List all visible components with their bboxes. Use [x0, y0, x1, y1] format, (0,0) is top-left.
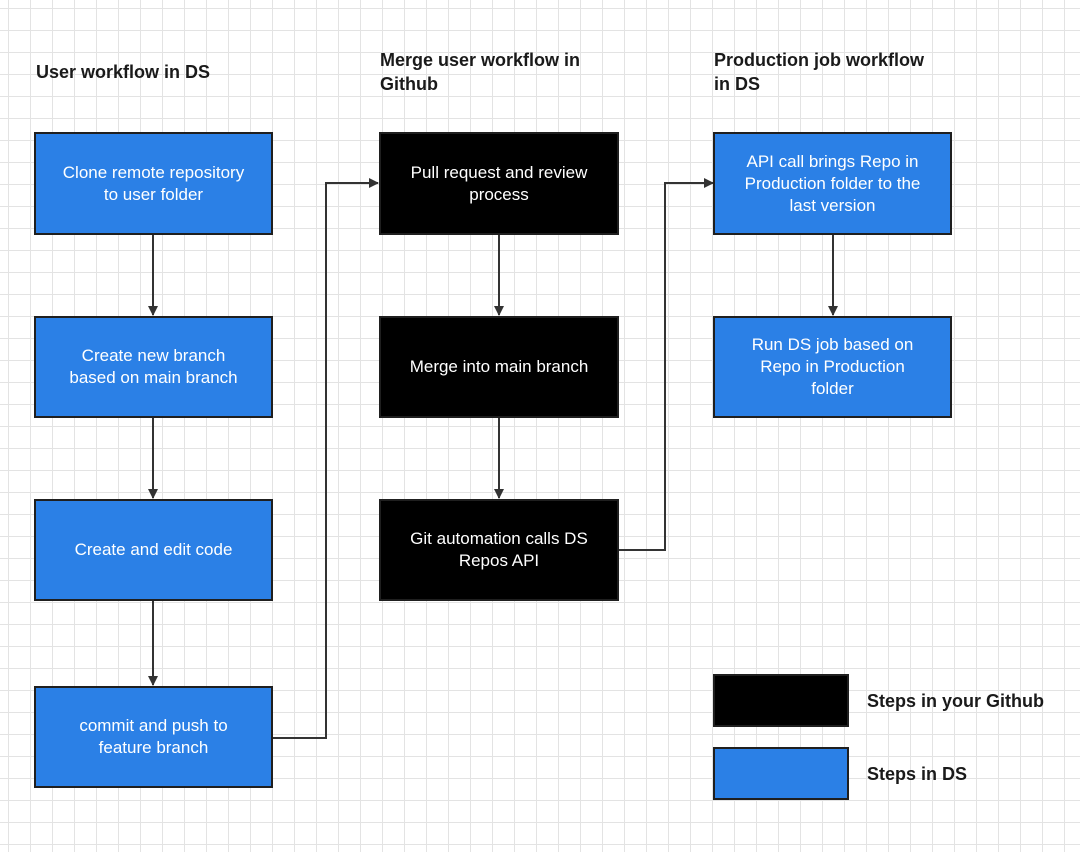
heading-user-workflow: User workflow in DS — [36, 60, 210, 84]
step-merge-main-line1: Merge into main branch — [409, 357, 589, 376]
step-git-automation-line1: Git automation calls DS — [410, 529, 588, 548]
step-edit-code: Create and edit code — [34, 499, 273, 601]
arrow-git-automation-to-api-call — [619, 178, 714, 551]
step-api-call-line2: Production folder to the — [744, 173, 921, 193]
step-edit-code-line1: Create and edit code — [74, 540, 233, 559]
legend-ds-swatch — [713, 747, 849, 800]
heading-merge-workflow: Merge user workflow in Github — [380, 48, 580, 96]
step-api-call-line1: API call brings Repo in — [746, 151, 919, 171]
legend-github-swatch — [713, 674, 849, 727]
heading-production-line2: in DS — [714, 74, 761, 94]
step-run-job-line1: Run DS job based on — [751, 335, 914, 354]
step-git-automation: Git automation calls DS Repos API — [379, 499, 619, 601]
step-pull-request: Pull request and review process — [379, 132, 619, 235]
step-create-branch-line2: based on main branch — [69, 368, 238, 387]
step-commit-line2: feature branch — [98, 738, 209, 757]
step-run-job-line3: folder — [811, 379, 854, 398]
heading-merge-line1: Merge user workflow in — [380, 50, 581, 70]
step-pull-request-line1: Pull request and review — [410, 162, 588, 182]
step-api-call: API call brings Repo in Production folde… — [713, 132, 952, 235]
step-clone-repository: Clone remote repository to user folder — [34, 132, 273, 235]
legend-ds-label: Steps in DS — [867, 764, 968, 784]
heading-production-line1: Production job workflow — [714, 50, 924, 70]
step-run-job-line2: Repo in Production — [760, 357, 905, 376]
step-create-branch: Create new branch based on main branch — [34, 316, 273, 418]
step-commit-line1: commit and push to — [79, 716, 228, 735]
step-create-branch-line1: Create new branch — [81, 346, 226, 365]
heading-production-workflow: Production job workflow in DS — [714, 48, 924, 96]
step-api-call-line3: last version — [789, 195, 876, 215]
heading-user-workflow-text: User workflow in DS — [36, 62, 211, 82]
step-commit-push: commit and push to feature branch — [34, 686, 273, 788]
step-clone-line1: Clone remote repository — [62, 162, 245, 182]
heading-merge-line2: Github — [380, 74, 438, 94]
step-pull-request-line2: process — [469, 184, 529, 204]
step-run-job: Run DS job based on Repo in Production f… — [713, 316, 952, 418]
legend-github-label: Steps in your Github — [867, 691, 1045, 711]
step-git-automation-line2: Repos API — [458, 551, 540, 570]
step-clone-line2: to user folder — [103, 184, 204, 204]
step-merge-main: Merge into main branch — [379, 316, 619, 418]
arrow-commit-to-pull-request — [273, 178, 379, 739]
